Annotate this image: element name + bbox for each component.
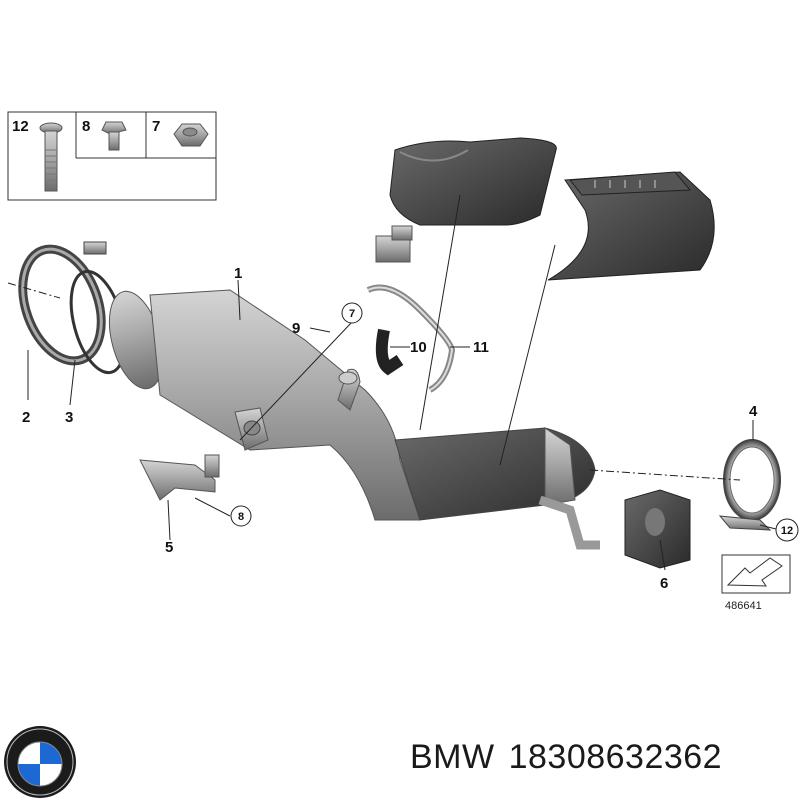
- callout-10: 10: [410, 339, 427, 356]
- lower-heat-shield: [547, 171, 715, 281]
- callout-2: 2: [22, 409, 30, 426]
- callout-6: 6: [660, 575, 668, 592]
- caption-part-number: 18308632362: [508, 738, 723, 776]
- callout-8-circle: 8: [230, 505, 252, 527]
- reference-number: 486641: [725, 600, 762, 612]
- callout-4: 4: [749, 403, 758, 420]
- upper-heat-shield: [389, 137, 557, 226]
- hex-bolt-icon: [101, 121, 127, 151]
- fastener-inset-box: 12 8 7: [7, 111, 217, 201]
- reference-arrow-box: [721, 554, 791, 594]
- pressure-sensor: [375, 225, 413, 263]
- callout-12: 12: [781, 525, 793, 537]
- part-caption: BMW 18308632362: [410, 738, 736, 777]
- inset-label-8: 8: [82, 118, 90, 135]
- leader-lines: [7, 194, 781, 571]
- v-band-clamp: [18, 241, 107, 366]
- rubber-mount: [624, 489, 691, 569]
- callout-5: 5: [165, 539, 173, 556]
- rubber-hose: [375, 328, 404, 376]
- tail-pipe-section: [538, 495, 600, 550]
- callout-12-circle: 12: [775, 518, 799, 542]
- callout-7: 7: [349, 308, 355, 320]
- callout-8: 8: [238, 511, 244, 523]
- bmw-logo-icon: [4, 726, 76, 798]
- callout-7-circle: 7: [341, 302, 363, 324]
- inset-label-12: 12: [12, 118, 29, 135]
- callout-11: 11: [473, 339, 489, 356]
- callout-3: 3: [65, 409, 73, 426]
- callout-9: 9: [292, 320, 300, 337]
- mounting-bracket: [139, 454, 220, 501]
- inset-label-7: 7: [152, 118, 160, 135]
- callout-1: 1: [234, 265, 242, 282]
- exhaust-clamp-ring: [718, 439, 781, 531]
- caption-brand: BMW: [410, 738, 495, 776]
- carriage-bolt-icon: [39, 122, 63, 192]
- hex-nut-icon: [173, 123, 209, 147]
